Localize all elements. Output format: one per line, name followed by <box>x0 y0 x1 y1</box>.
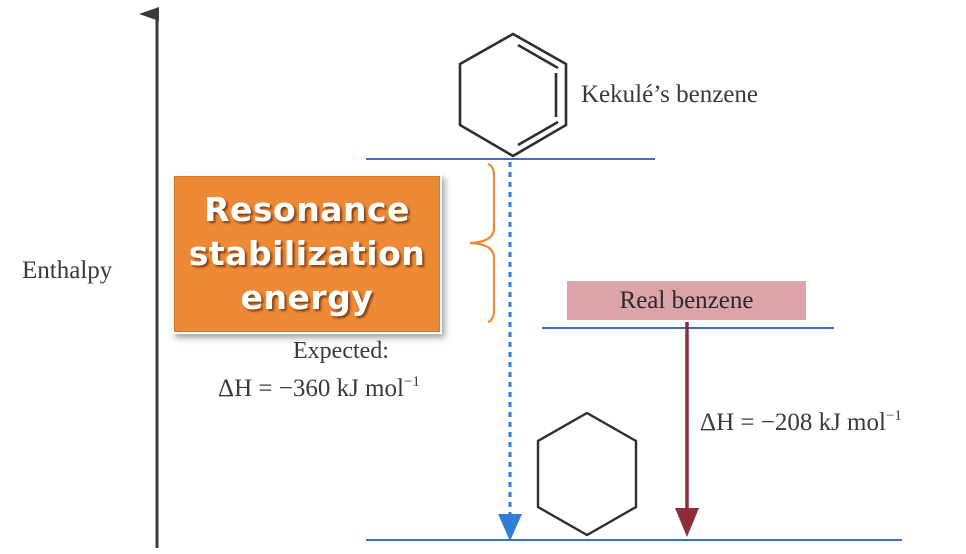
cyclohexane-structure <box>536 411 638 537</box>
expected-arrow-head <box>498 514 522 541</box>
expected-label: Expected: <box>293 338 389 364</box>
expected-delta-h-value: ΔH = −360 kJ mol <box>218 375 404 402</box>
expected-delta-h: ΔH = −360 kJ mol−1 <box>218 374 420 402</box>
kekule-benzene-label: Kekulé’s benzene <box>581 81 758 108</box>
kekule-benzene-structure <box>458 32 568 158</box>
callout-line-3: energy <box>240 278 374 317</box>
actual-delta-h-exponent: −1 <box>886 408 902 424</box>
real-benzene-label: Real benzene <box>619 286 754 314</box>
real-benzene-box: Real benzene <box>567 281 806 320</box>
actual-delta-h-value: ΔH = −208 kJ mol <box>700 409 886 436</box>
axis-label: Enthalpy <box>22 257 113 284</box>
expected-delta-h-exponent: −1 <box>404 374 420 390</box>
actual-arrow-head <box>675 508 699 537</box>
callout-line-1: Resonance <box>204 190 410 229</box>
resonance-stabilization-callout: Resonance stabilization energy <box>172 174 442 334</box>
resonance-energy-brace <box>469 162 496 324</box>
actual-delta-h: ΔH = −208 kJ mol−1 <box>700 408 902 436</box>
callout-line-2: stabilization <box>188 234 426 273</box>
